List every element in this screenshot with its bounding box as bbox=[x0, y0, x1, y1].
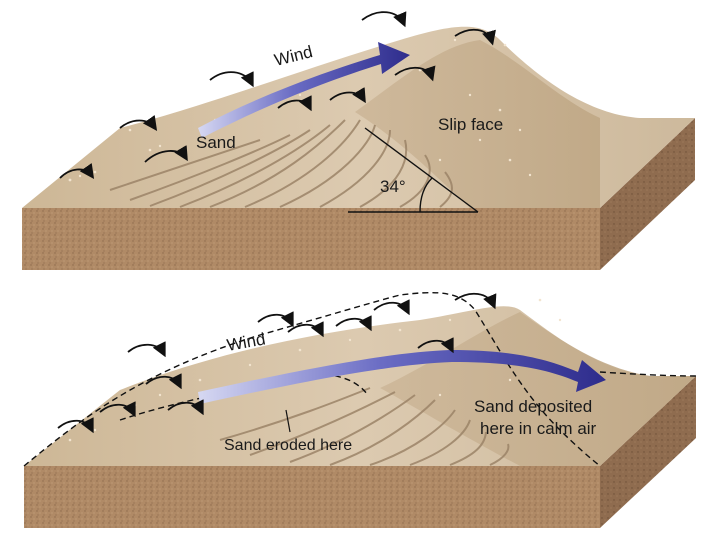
bottom-eroded-label: Sand eroded here bbox=[224, 437, 352, 454]
top-slip-face-label: Slip face bbox=[438, 115, 503, 134]
top-angle-label: 34° bbox=[380, 177, 406, 196]
bottom-cross-bedding bbox=[219, 387, 510, 466]
sand-hop-arrow-icon bbox=[59, 11, 496, 179]
top-angle-marker bbox=[348, 127, 479, 213]
top-block-front bbox=[22, 208, 600, 270]
bottom-deposited-label-1: Sand deposited bbox=[474, 397, 592, 416]
top-wind-label: Wind bbox=[272, 42, 314, 70]
top-dune-panel: Wind Sand Slip face 34° bbox=[22, 11, 695, 270]
bottom-block-side bbox=[600, 376, 696, 528]
sand-hop-arrow-icon bbox=[57, 292, 497, 434]
top-slip-face bbox=[355, 40, 600, 208]
top-sand-label: Sand bbox=[196, 133, 236, 152]
bottom-block-front bbox=[24, 466, 600, 528]
wind-arrow-icon bbox=[198, 350, 606, 404]
bottom-dune-panel: Wind Sand eroded here Sand deposited her… bbox=[23, 291, 697, 528]
bottom-former-dune-outline bbox=[23, 291, 697, 467]
eroded-pointer bbox=[285, 409, 291, 433]
wind-arrow-icon bbox=[198, 42, 410, 138]
top-cross-bedding bbox=[109, 119, 453, 208]
top-block-side bbox=[600, 118, 695, 270]
bottom-deposited-label-2: here in calm air bbox=[480, 419, 597, 438]
